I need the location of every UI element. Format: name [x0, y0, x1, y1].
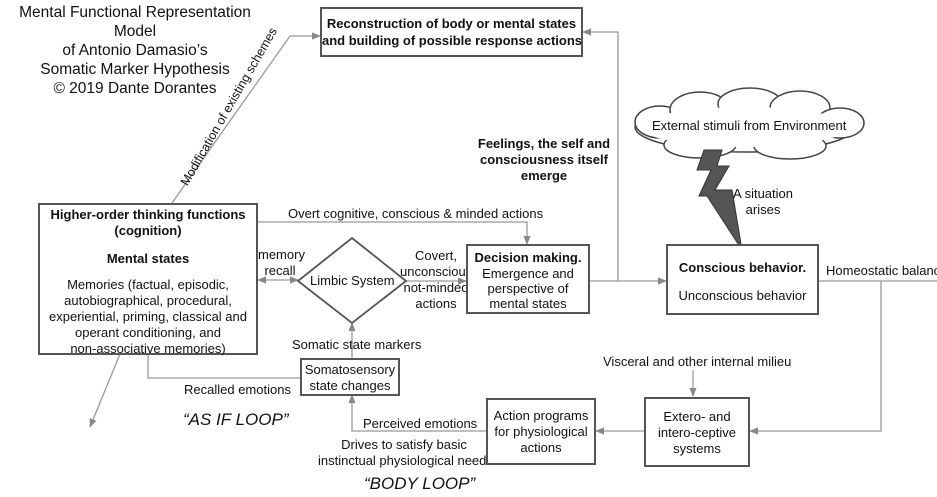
extero-interoceptive-box: Extero- and intero-ceptive systems	[644, 397, 750, 467]
title-copyright: © 2019 Dante Dorantes	[53, 80, 217, 97]
title-line: Somatic Marker Hypothesis	[40, 61, 230, 78]
memories-line: autobiographical, procedural,	[64, 293, 232, 308]
covert-line: not-minded	[403, 280, 469, 295]
decision-title: Decision making.	[474, 250, 582, 265]
memories-line: Memories (factual, episodic,	[67, 277, 229, 292]
memory-line: recall	[264, 263, 296, 278]
recalled-emotions-label: Recalled emotions	[184, 382, 291, 397]
conscious-title: Conscious behavior.	[678, 260, 807, 275]
decision-making-box: Decision making. Emergence and perspecti…	[466, 244, 590, 314]
situation-line: arises	[745, 202, 781, 217]
higher-order-box: Higher-order thinking functions (cogniti…	[38, 203, 258, 356]
memories-line: experiential, priming, classical and	[49, 309, 247, 324]
title-line: of Antonio Damasio’s	[62, 42, 208, 59]
action-programs-box: Action programs for physiological action…	[486, 398, 596, 465]
title-line: Mental Functional Representation Model	[19, 4, 251, 40]
covert-line: unconscious,	[400, 264, 476, 279]
modification-connector	[171, 32, 321, 204]
somatosensory-line: Somatosensory	[304, 362, 396, 377]
memories-line: operant conditioning, and	[74, 325, 221, 340]
downleft-connector	[89, 353, 121, 428]
conscious-behavior-box: Conscious behavior. Unconscious behavior	[666, 244, 819, 315]
extero-line: intero-ceptive	[657, 425, 737, 440]
situation-label: A situation arises	[728, 186, 798, 218]
limbic-system-label: Limbic System	[310, 273, 395, 288]
decision-line: perspective of	[487, 281, 569, 296]
somatic-markers-label: Somatic state markers	[292, 337, 422, 352]
as-if-loop-label: “AS IF LOOP”	[183, 410, 289, 429]
higher-order-title: (cognition)	[114, 223, 182, 238]
action-programs-line: actions	[520, 440, 562, 455]
drives-label: Drives to satisfy basic instinctual phys…	[318, 437, 493, 469]
drives-line: instinctual physiological needs	[318, 453, 493, 468]
body-loop-label: “BODY LOOP”	[364, 474, 476, 493]
homeostatic-return-connector	[749, 281, 882, 435]
recalled-connector	[147, 354, 300, 379]
decision-line: Emergence and	[482, 266, 574, 281]
limbic-diamond	[296, 236, 408, 325]
mental-states-label: Mental states	[106, 251, 190, 266]
overt-connector	[256, 221, 531, 245]
perceived-emotions-label: Perceived emotions	[363, 416, 478, 431]
reconstruction-label: Reconstruction of body or mental states	[326, 16, 577, 31]
covert-line: Covert,	[415, 248, 457, 263]
diagram-title: Mental Functional Representation Model o…	[4, 3, 266, 98]
drives-line: Drives to satisfy basic	[341, 437, 467, 452]
action-programs-line: for physiological	[494, 424, 588, 439]
covert-line: actions	[415, 296, 457, 311]
action-programs-line: Action programs	[493, 408, 589, 423]
homeostatic-label: Homeostatic balance	[826, 263, 937, 278]
situation-line: A situation	[733, 186, 793, 201]
reconstruction-label: and building of possible response action…	[322, 33, 583, 48]
somatosensory-line: state changes	[309, 378, 391, 393]
memory-line: memory	[258, 247, 305, 262]
higher-order-title: Higher-order thinking functions	[50, 207, 246, 222]
feelings-line: emerge	[520, 168, 568, 183]
feedback-connector	[582, 28, 619, 281]
unconscious-label: Unconscious behavior	[678, 288, 807, 303]
memories-line: non-associative memories)	[70, 341, 226, 356]
somatosensory-box: Somatosensory state changes	[300, 358, 400, 396]
extero-line: Extero- and	[663, 409, 731, 424]
lightning-bolt-icon	[696, 149, 743, 251]
reconstruction-box: Reconstruction of body or mental states …	[320, 7, 583, 57]
visceral-label: Visceral and other internal milieu	[603, 354, 792, 369]
extero-line: systems	[673, 441, 721, 456]
overt-label: Overt cognitive, conscious & minded acti…	[288, 206, 544, 221]
memory-recall-label: memory recall	[258, 247, 305, 279]
decision-line: mental states	[489, 296, 567, 311]
action-to-soma-connector	[348, 394, 486, 432]
feelings-label: Feelings, the self and consciousness its…	[474, 136, 614, 184]
covert-label: Covert, unconscious, not-minded actions	[400, 248, 476, 312]
feelings-line: Feelings, the self and	[477, 136, 611, 151]
cloud-label: External stimuli from Environment	[652, 118, 847, 133]
feelings-line: consciousness itself	[480, 152, 608, 167]
